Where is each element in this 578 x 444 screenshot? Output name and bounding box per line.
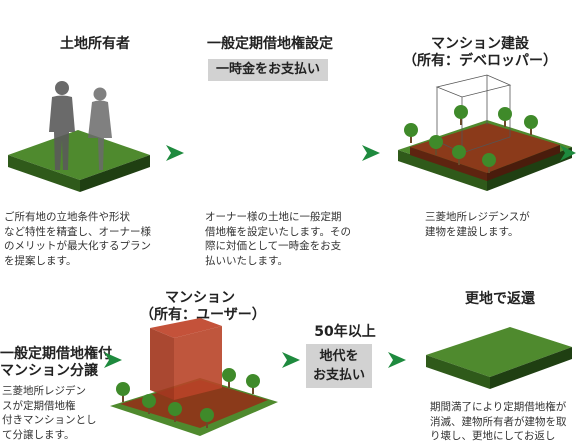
step4-desc-line: 三菱地所レジデン <box>2 385 86 397</box>
flow-arrow-icon <box>104 352 122 368</box>
step3-title: マンション建設 （所有：デベロッパー） <box>390 36 570 70</box>
step5-title-line: （所有：ユーザー） <box>140 307 266 323</box>
ground-rent-badge-line: 地代を <box>319 349 359 364</box>
step1-land-illustration <box>8 81 150 192</box>
step1-title: 土地所有者 <box>60 36 130 52</box>
tree-icon <box>404 123 418 143</box>
tree-icon <box>524 115 538 135</box>
apartment-building-icon <box>150 318 222 400</box>
step2-desc-line: 払いいたします。 <box>205 254 288 267</box>
lump-sum-badge: 一時金をお支払い <box>208 59 328 81</box>
step1-desc-line: ご所有地の立地条件や形状 <box>4 211 130 223</box>
step1-desc-line: を提案します。 <box>4 254 77 267</box>
step2-desc-line: 際に対価として一時金をお支 <box>205 240 342 252</box>
step2-desc-line: 借地権を設定いたします。その <box>205 225 351 238</box>
step2-desc-line: オーナー様の土地に一般定期 <box>205 211 342 223</box>
step3-desc-line: 三菱地所レジデンスが <box>425 211 530 223</box>
step3-title-line: （所有：デベロッパー） <box>403 53 557 69</box>
step4-desc-line: 付きマンションとし <box>2 414 97 426</box>
step1-desc-line: のメリットが最大化するプラン <box>4 240 151 252</box>
flow-arrow-icon <box>560 145 576 161</box>
ground-rent-badge-line: お支払い <box>312 368 365 383</box>
tree-icon <box>429 135 443 155</box>
tree-icon <box>454 105 468 125</box>
step5-title: マンション （所有：ユーザー） <box>140 290 266 324</box>
tree-icon <box>168 402 182 422</box>
tree-icon <box>222 368 236 388</box>
step3-title-line: マンション建設 <box>431 36 529 52</box>
step7-desc-line: 期間満了により定期借地権が <box>430 401 567 413</box>
flow-arrow-icon <box>166 145 184 161</box>
lease-years-label: 50年以上 <box>314 324 376 340</box>
step4-title-line: マンション分譲 <box>0 363 98 379</box>
tree-icon <box>246 374 260 394</box>
step7-vacant-land-illustration <box>426 327 572 389</box>
step3-desc-line: 建物を建設します。 <box>425 225 519 238</box>
flow-arrow-icon <box>282 352 300 368</box>
flow-arrow-icon <box>388 352 406 368</box>
tree-icon <box>142 394 156 414</box>
step2-title: 一般定期借地権設定 <box>207 36 333 52</box>
tree-icon <box>116 382 130 402</box>
step4-description: 三菱地所レジデン スが定期借地権 付きマンションとし て分譲します。 <box>2 384 97 442</box>
tree-icon <box>452 145 466 165</box>
step4-desc-line: スが定期借地権 <box>2 399 76 412</box>
step7-desc-line: 消滅、建物所有者が建物を取 <box>430 415 567 428</box>
man-silhouette-icon <box>49 81 75 170</box>
flow-arrow-icon <box>362 145 380 161</box>
tree-icon <box>482 153 496 173</box>
tree-icon <box>200 408 214 428</box>
woman-silhouette-icon <box>88 87 112 170</box>
step5-title-line: マンション <box>165 290 235 306</box>
step3-description: 三菱地所レジデンスが 建物を建設します。 <box>425 210 530 239</box>
step7-title: 更地で返還 <box>465 291 535 307</box>
step7-description: 期間満了により定期借地権が 消滅、建物所有者が建物を取 り壊し、更地にしてお返し <box>430 400 567 444</box>
step1-description: ご所有地の立地条件や形状 など特性を精査し、オーナー様 のメリットが最大化するプ… <box>4 210 151 268</box>
step4-title-line: 一般定期借地権付 <box>0 346 112 362</box>
tree-icon <box>498 107 512 127</box>
step3-construction-illustration <box>398 74 572 191</box>
step4-title: 一般定期借地権付 マンション分譲 <box>0 346 112 380</box>
step1-desc-line: など特性を精査し、オーナー様 <box>4 225 151 238</box>
step2-description: オーナー様の土地に一般定期 借地権を設定いたします。その 際に対価として一時金を… <box>205 210 351 268</box>
step7-desc-line: り壊し、更地にしてお返し <box>430 430 556 442</box>
ground-rent-badge: 地代を お支払い <box>306 344 372 388</box>
step5-building-illustration <box>110 318 278 436</box>
